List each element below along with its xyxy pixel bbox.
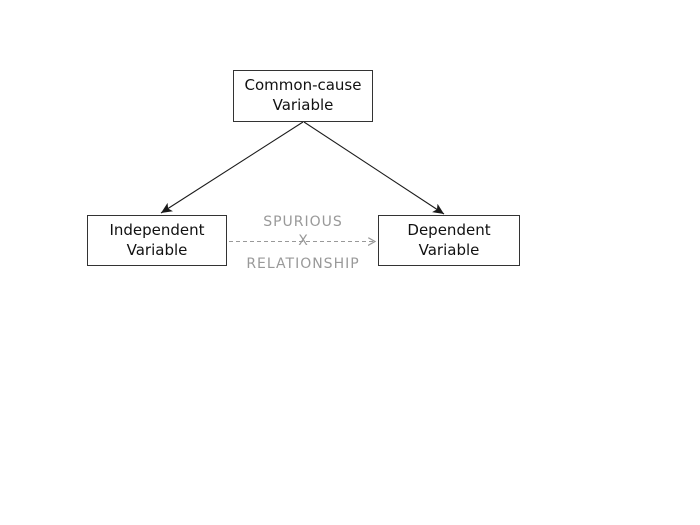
node-dependent-variable: Dependent Variable <box>378 215 520 266</box>
node-independent-variable: Independent Variable <box>87 215 227 266</box>
node-common-cause-label: Common-cause Variable <box>244 76 362 114</box>
node-dependent-label: Dependent Variable <box>407 220 491 259</box>
node-independent-label: Independent Variable <box>109 220 205 259</box>
node-common-cause-variable: Common-cause Variable <box>233 70 373 122</box>
spurious-label-top: SPURIOUS <box>263 214 343 230</box>
arrow-common-to-independent <box>160 121 304 214</box>
arrow-common-to-dependent <box>303 121 445 215</box>
spurious-label-bottom: RELATIONSHIP <box>246 256 360 272</box>
spurious-x-mark: X <box>298 233 308 249</box>
